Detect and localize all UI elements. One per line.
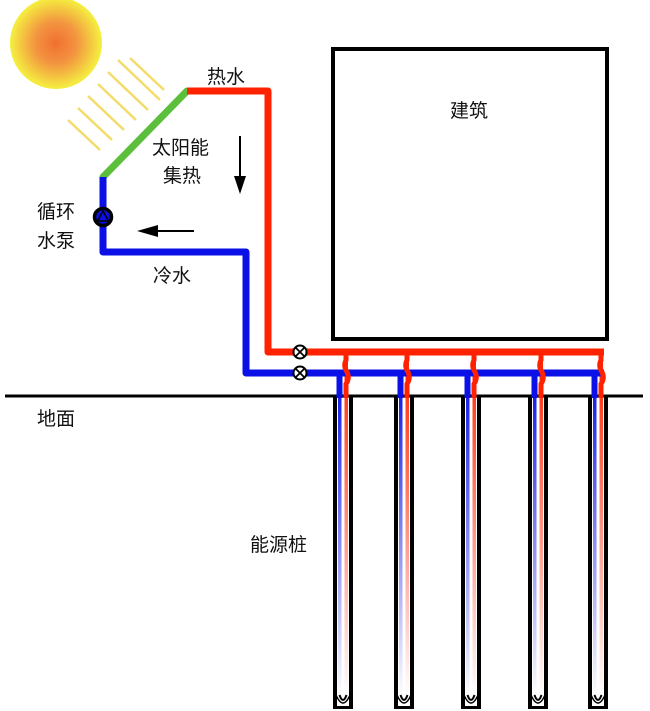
cold-water-label: 冷水 [153, 265, 191, 287]
pump-label-line2: 水泵 [37, 230, 75, 252]
pump-label-line1: 循环 [37, 201, 75, 223]
hot-branch-5 [597, 352, 606, 398]
circulation-pump-icon [92, 206, 114, 228]
pile-hot-leg [599, 354, 603, 697]
pile-u-bend [533, 694, 543, 701]
pile-u-bend-outer [335, 694, 351, 704]
energy-pile-5 [588, 354, 608, 709]
flow-arrow-left-icon [137, 225, 194, 237]
hot-branch-1 [342, 352, 351, 398]
pile-u-bend [399, 694, 409, 701]
energy-pile-1 [333, 354, 353, 709]
pile-u-bend [593, 694, 603, 701]
solar-collector-label-line1: 太阳能 [152, 137, 209, 159]
building [331, 47, 609, 341]
pile-u-bend [466, 694, 476, 701]
solar-collector [99, 87, 191, 181]
pile-u-bend [338, 694, 348, 701]
energy-pile-2 [394, 354, 414, 709]
pile-u-bend-outer [530, 694, 546, 704]
pile-u-bend-outer [590, 694, 606, 704]
energy-piles [333, 354, 608, 709]
hot-line-valve[interactable] [292, 344, 308, 360]
energy-pile-3 [461, 354, 481, 709]
pile-cold-leg [338, 374, 342, 697]
ground-label: 地面 [37, 408, 75, 430]
pile-cold-leg [399, 374, 403, 697]
pile-u-bend-outer [396, 694, 412, 704]
pile-cold-leg [593, 374, 597, 697]
hot-branch-2 [403, 352, 412, 398]
pile-hot-leg [539, 354, 543, 697]
sun-icon [10, 0, 102, 89]
cold-line-valve[interactable] [292, 365, 308, 381]
pile-hot-leg [344, 354, 348, 697]
flow-arrow-down-icon [234, 136, 246, 194]
solar-collector-label-line2: 集热 [163, 165, 201, 187]
pile-cold-leg [533, 374, 537, 697]
energy-pile-label: 能源桩 [250, 534, 307, 556]
hot-branch-3 [470, 352, 479, 398]
hot-branch-4 [537, 352, 546, 398]
energy-pile-4 [528, 354, 548, 709]
pile-hot-leg [405, 354, 409, 697]
hot-water-label: 热水 [207, 66, 245, 88]
pile-u-bend-outer [463, 694, 479, 704]
pile-cold-leg [466, 374, 470, 697]
sun-rays [67, 57, 165, 151]
pile-branch-pipes [336, 352, 606, 398]
hot-water-pipe [187, 87, 604, 356]
pile-hot-leg [472, 354, 476, 697]
building-label: 建筑 [450, 100, 488, 122]
